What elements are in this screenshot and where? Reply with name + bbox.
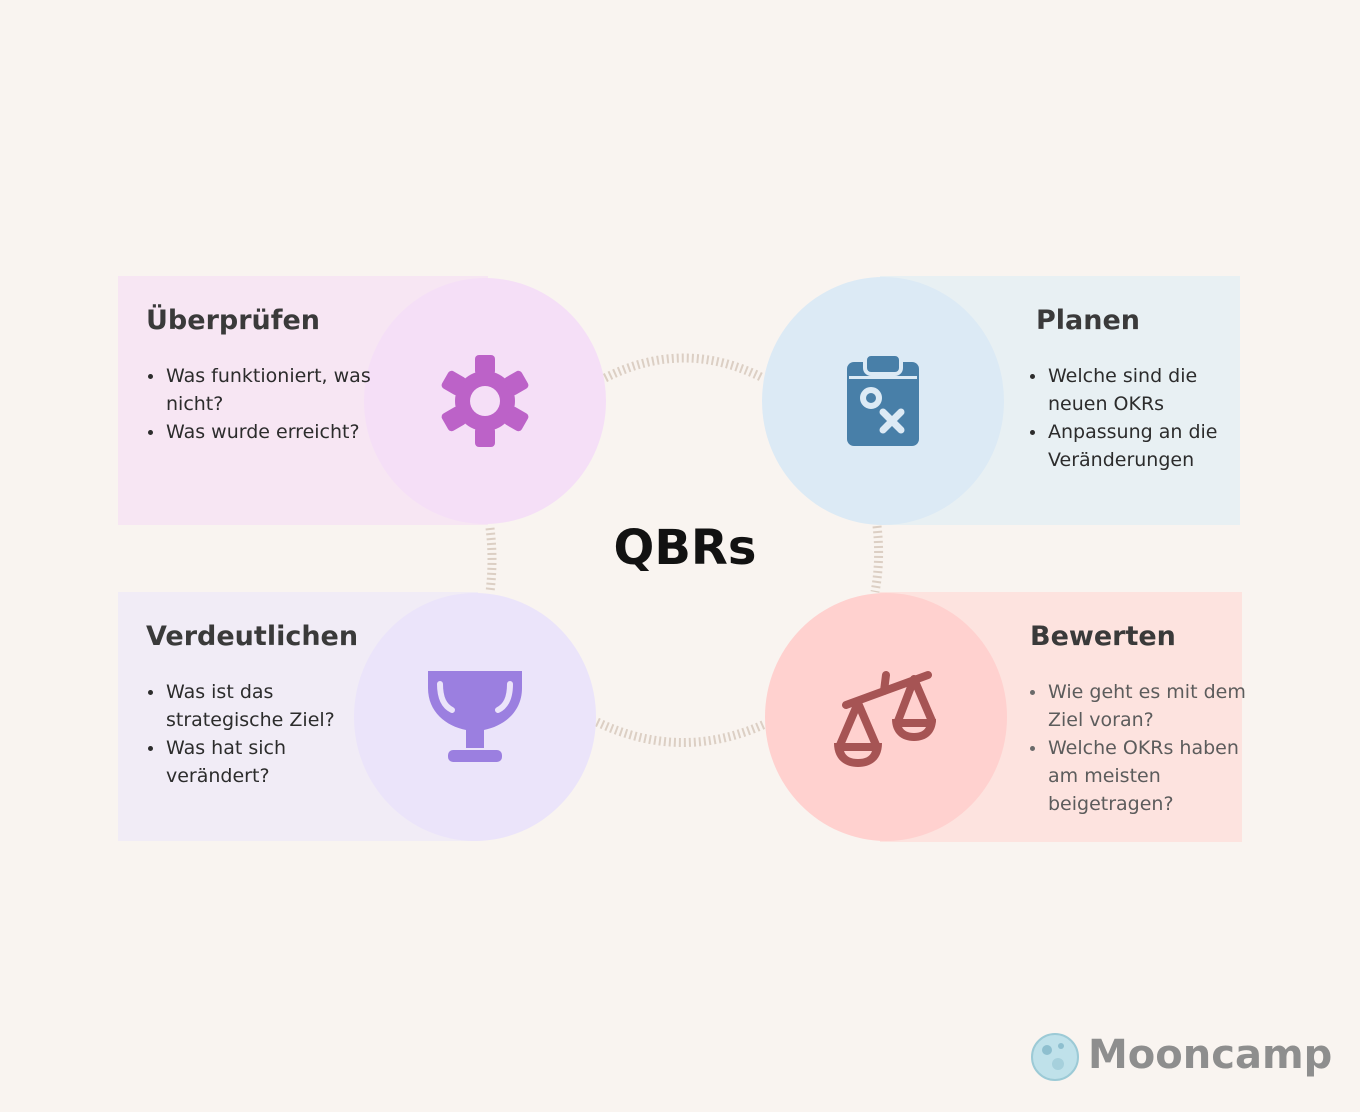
bullet-item: Anpassung an die Veränderungen [1030,418,1253,474]
gear-icon [441,355,529,447]
heading-planen: Planen [1036,305,1141,336]
bullet-item: Was hat sich verändert? [148,734,371,790]
mooncamp-logo: Mooncamp [1030,1030,1333,1086]
bullets-ueberpruefen: Was funktioniert, was nicht? Was wurde e… [146,362,371,446]
connector-top [602,353,766,383]
bullet-item: Welche OKRs haben am meisten beigetragen… [1030,734,1253,818]
bullet-item: Was funktioniert, was nicht? [148,362,371,418]
connector-right [870,525,884,593]
logo-text: Mooncamp [1088,1032,1333,1078]
bullets-bewerten: Wie geht es mit dem Ziel voran? Welche O… [1028,678,1253,818]
connector-left [485,527,497,593]
bullet-item: Welche sind die neuen OKRs [1030,362,1253,418]
moon-logo-icon [1031,1033,1079,1081]
bullets-planen: Welche sind die neuen OKRs Anpassung an … [1028,362,1253,474]
bullet-item: Wie geht es mit dem Ziel voran? [1030,678,1253,734]
circle-bewerten [765,593,1007,841]
bullet-item: Was wurde erreicht? [148,418,371,446]
bullets-verdeutlichen: Was ist das strategische Ziel? Was hat s… [146,678,371,790]
center-title: QBRs [613,520,757,576]
heading-ueberpruefen: Überprüfen [146,305,321,336]
connector-bottom [595,717,767,747]
balance-scale-icon [834,671,936,767]
bullet-item: Was ist das strategische Ziel? [148,678,371,734]
trophy-icon [428,671,522,762]
clipboard-strategy-icon [847,352,919,446]
heading-verdeutlichen: Verdeutlichen [146,621,359,652]
heading-bewerten: Bewerten [1030,621,1176,652]
